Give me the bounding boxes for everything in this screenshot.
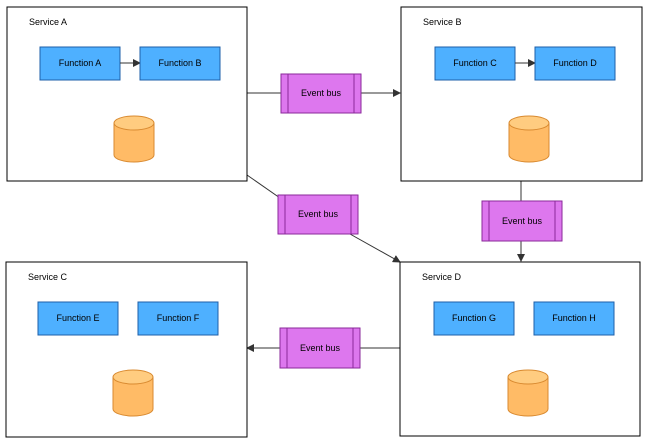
event-bus-a-to-b: Event bus: [280, 73, 362, 114]
function-a-label: Function A: [59, 58, 102, 68]
event-bus-a-to-d: Event bus: [277, 194, 359, 235]
function-h-box: [533, 301, 615, 336]
function-g-label: Function G: [452, 313, 496, 323]
event-bus-label: Event bus: [300, 343, 341, 353]
service-d-label: Service D: [422, 272, 462, 282]
database-icon: [508, 115, 550, 163]
function-c-box: [434, 46, 516, 81]
service-d: Service D Function G Function H: [399, 261, 641, 437]
function-g-box: [433, 301, 515, 336]
database-icon: [113, 115, 155, 163]
event-bus-b-to-d: Event bus: [481, 200, 563, 242]
event-bus-label: Event bus: [298, 209, 339, 219]
event-bus-label: Event bus: [301, 88, 342, 98]
event-bus-box: [481, 200, 563, 242]
function-h-label: Function H: [552, 313, 596, 323]
function-e-box: [37, 301, 119, 336]
edges: [246, 89, 525, 352]
service-c: Service C Function E Function F: [5, 261, 248, 438]
event-bus-box: [277, 194, 359, 235]
database-icon: [112, 369, 154, 417]
service-a: Service A Function A Function B: [6, 6, 248, 182]
function-b-box: [139, 46, 221, 81]
service-b: Service B Function C Function D: [400, 6, 643, 182]
function-d-box: [534, 46, 616, 81]
database-icon: [507, 369, 549, 417]
function-b-label: Function B: [158, 58, 201, 68]
event-bus-box: [280, 73, 362, 114]
service-a-label: Service A: [29, 17, 67, 27]
service-b-label: Service B: [423, 17, 462, 27]
function-a-box: [39, 46, 121, 81]
function-f-label: Function F: [157, 313, 200, 323]
function-d-label: Function D: [553, 58, 597, 68]
edge-service-a-to-bus-2: [246, 174, 281, 199]
function-e-label: Function E: [56, 313, 99, 323]
event-bus-box: [279, 327, 361, 369]
function-f-box: [137, 301, 219, 336]
edge-bus-2-to-service-d: [349, 233, 401, 263]
event-bus-d-to-c: Event bus: [279, 327, 361, 369]
service-c-label: Service C: [28, 272, 68, 282]
function-c-label: Function C: [453, 58, 497, 68]
event-bus-label: Event bus: [502, 216, 543, 226]
